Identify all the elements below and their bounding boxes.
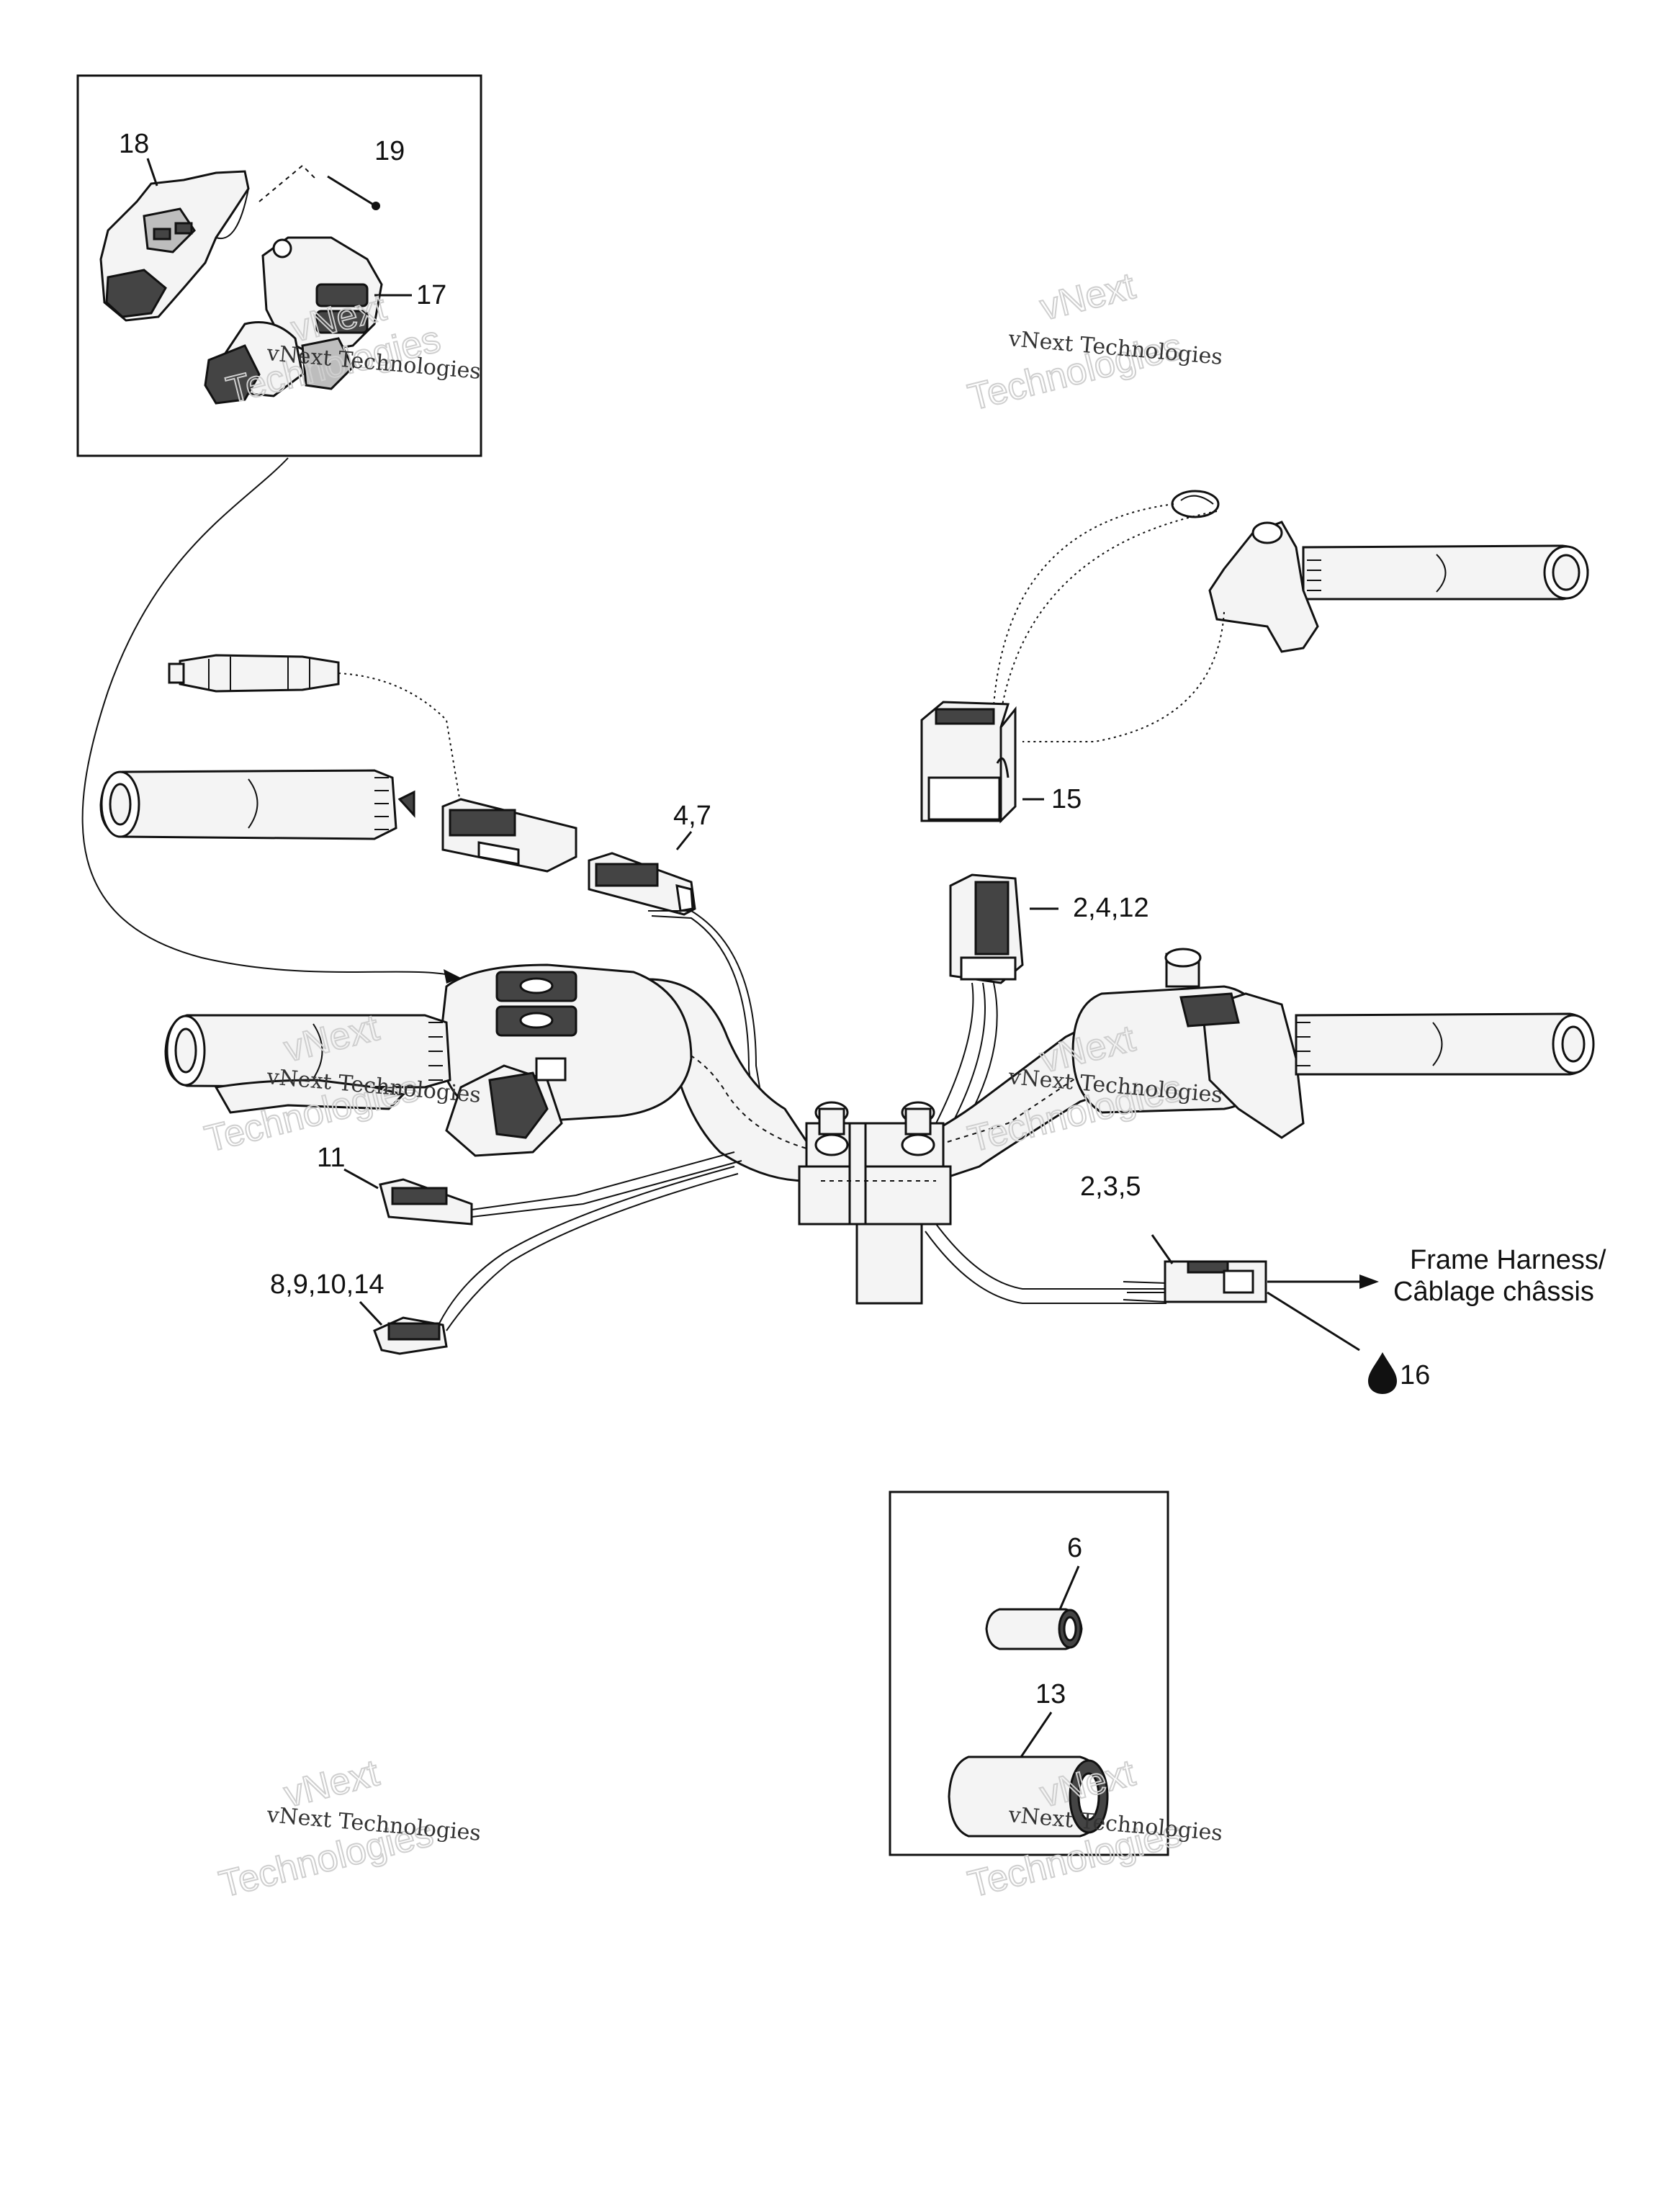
label-16: 16 xyxy=(1400,1360,1430,1390)
part-18-housing-cover xyxy=(99,170,250,322)
frame-harness-label-line1: Frame Harness/ xyxy=(1410,1245,1606,1275)
grip-heater-element xyxy=(168,654,462,807)
right-top-grip xyxy=(993,490,1589,742)
label-4-7: 4,7 xyxy=(673,801,711,831)
part-15-module xyxy=(920,701,1044,824)
label-18: 18 xyxy=(119,129,149,159)
label-17: 17 xyxy=(416,280,446,310)
part-4-7-connector xyxy=(588,831,764,1113)
left-lower-grip xyxy=(164,1014,451,1114)
part-13-sleeve xyxy=(948,1712,1109,1838)
watermark-5: vNext Technologies vNext Technologies xyxy=(215,1751,482,1907)
watermark-2: vNext Technologies vNext Technologies xyxy=(963,264,1223,420)
part-19-screw xyxy=(258,164,380,210)
part-6-sleeve xyxy=(985,1565,1083,1650)
left-switch-housing xyxy=(438,963,693,1157)
inset-cable xyxy=(81,457,454,976)
inset-box-switch-housing xyxy=(76,74,482,457)
inset-cable-arrow xyxy=(444,969,461,984)
label-8-9-10-14: 8,9,10,14 xyxy=(270,1269,384,1300)
leader-18 xyxy=(146,158,158,186)
label-11: 11 xyxy=(317,1143,345,1173)
left-top-grip xyxy=(99,769,415,840)
label-19: 19 xyxy=(374,136,405,166)
heated-grip-connector xyxy=(441,798,577,873)
label-2-3-5: 2,3,5 xyxy=(1080,1172,1141,1202)
svg-text:vNext: vNext xyxy=(1036,265,1140,329)
label-13: 13 xyxy=(1035,1679,1066,1709)
frame-harness-label-line2: Câblage châssis xyxy=(1393,1277,1594,1307)
oil-drop-icon xyxy=(1368,1352,1397,1394)
frame-harness-arrow xyxy=(1359,1274,1379,1289)
right-lower-grip xyxy=(1071,948,1595,1139)
part-2-4-12-connector xyxy=(935,873,1058,1131)
part-11-connector xyxy=(343,1151,742,1226)
label-6: 6 xyxy=(1067,1533,1082,1563)
part-8-9-10-14-connector xyxy=(359,1166,739,1355)
label-2-4-12: 2,4,12 xyxy=(1073,893,1149,923)
part-2-3-5-connector xyxy=(925,1223,1379,1352)
label-15: 15 xyxy=(1051,784,1082,814)
part-17-switch-assembly xyxy=(204,236,383,405)
inset-box-sleeves xyxy=(889,1491,1169,1856)
handlebar-clamp xyxy=(798,1101,952,1305)
